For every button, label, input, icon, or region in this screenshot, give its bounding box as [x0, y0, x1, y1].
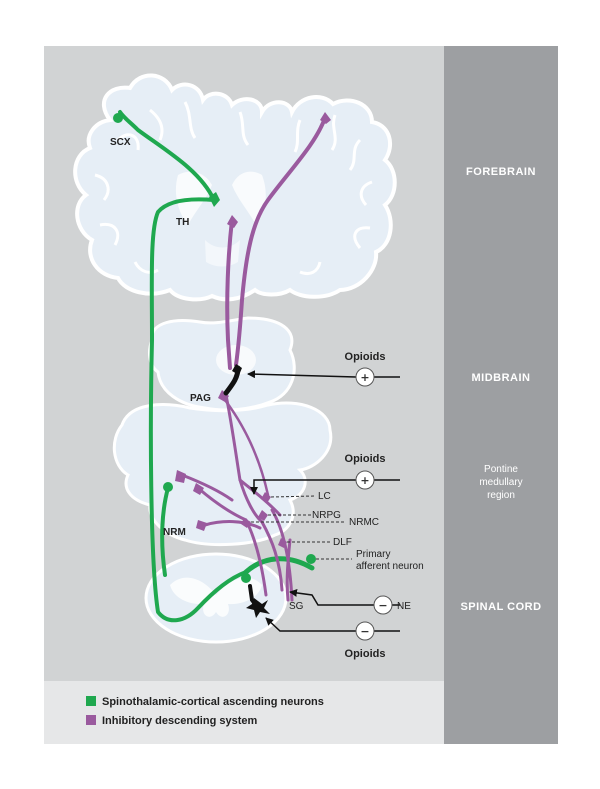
descending-pathway — [180, 116, 327, 602]
thalamocortical-fiber — [118, 110, 216, 202]
primary-afferent-soma — [306, 554, 316, 564]
top-plus-sign: + — [360, 371, 369, 384]
label-leaders — [251, 495, 352, 560]
legend-descending-label: Inhibitory descending system — [102, 715, 257, 727]
nrm-ascending-terminal — [163, 482, 173, 492]
primary-afferent-label-2: afferent neuron — [356, 561, 424, 572]
top-plus-circle — [355, 367, 375, 387]
middle-plus-circle — [355, 470, 375, 490]
ascending-neurons — [113, 113, 316, 583]
spinal-cord-section — [144, 552, 288, 644]
modulator-signs: + + − − — [355, 367, 393, 641]
legend: Spinothalamic-cortical ascending neurons… — [86, 696, 324, 727]
spinal-cord-region-label: SPINAL CORD — [460, 601, 541, 613]
cortical-neuron — [113, 113, 123, 123]
legend-descending-swatch — [86, 715, 96, 725]
scx-label: SCX — [110, 137, 131, 148]
opioids-bottom-label: Opioids — [345, 648, 386, 660]
hypothalamic-soma — [227, 215, 238, 228]
legend-panel — [44, 681, 444, 744]
interneurons — [223, 364, 270, 618]
dorsal-horn-neuron — [241, 573, 251, 583]
nrmc-soma — [241, 518, 251, 528]
nrm-soma-3 — [196, 520, 207, 531]
forebrain-section — [73, 73, 397, 302]
sg-interneuron-soma — [246, 598, 270, 618]
spinothalamic-tract — [148, 197, 248, 623]
pontine-region-label-1: Pontine — [484, 464, 518, 475]
ne-label: NE — [397, 601, 411, 612]
lc-label: LC — [318, 491, 331, 502]
grey-matter — [170, 577, 262, 617]
forebrain-region-label: FOREBRAIN — [466, 166, 536, 178]
midbrain-region-label: MIDBRAIN — [472, 372, 531, 384]
nrpg-soma — [258, 510, 268, 521]
pag-interneuron-soma — [232, 364, 242, 375]
ne-arrow — [289, 588, 374, 606]
legend-ascending-swatch — [86, 696, 96, 706]
hypothalamic-descending-fiber — [225, 218, 234, 370]
dlf-label: DLF — [333, 537, 352, 548]
middle-opioid-arrow — [250, 479, 356, 495]
thalamic-synapse — [209, 192, 220, 207]
top-opioid-arrow — [247, 370, 357, 379]
bottom-minus-sign: − — [360, 625, 369, 638]
nrm-label: NRM — [163, 527, 186, 538]
opioid-arrows — [247, 370, 400, 632]
opioids-middle-label: Opioids — [345, 453, 386, 465]
sg-label: SG — [289, 601, 304, 612]
bottom-minus-circle — [355, 621, 375, 641]
nrmc-label: NRMC — [349, 517, 379, 528]
cortical-descending-fiber — [234, 116, 327, 367]
descending-neurons — [175, 112, 331, 548]
opioids-top-label: Opioids — [345, 351, 386, 363]
legend-ascending-label: Spinothalamic-cortical ascending neurons — [102, 696, 324, 708]
brainstem-section — [112, 316, 333, 547]
region-side-panel — [444, 46, 558, 744]
pontine-region-label-3: region — [487, 490, 515, 501]
nrpg-label: NRPG — [312, 510, 341, 521]
th-label: TH — [176, 217, 189, 228]
pag-soma — [218, 390, 229, 402]
bottom-opioid-arrow — [265, 617, 356, 632]
lc-soma — [261, 492, 271, 503]
nrm-soma-2 — [193, 483, 204, 495]
ascending-collateral — [160, 486, 170, 577]
cortical-descending-soma — [320, 112, 331, 124]
ventricle-right — [232, 171, 266, 225]
primary-afferent-label-1: Primary — [356, 549, 390, 560]
nrm-soma-1 — [175, 470, 186, 483]
ne-minus-circle — [373, 595, 393, 615]
pontine-region-label-2: medullary — [479, 477, 522, 488]
ne-minus-sign: − — [378, 599, 387, 612]
middle-plus-sign: + — [360, 474, 369, 487]
descending-branches — [180, 473, 294, 602]
pag-label: PAG — [190, 393, 211, 404]
pag-lc-fiber — [223, 398, 270, 497]
gyri-folds — [94, 101, 373, 276]
dlf-soma — [278, 538, 287, 548]
lc-leader — [270, 495, 315, 498]
